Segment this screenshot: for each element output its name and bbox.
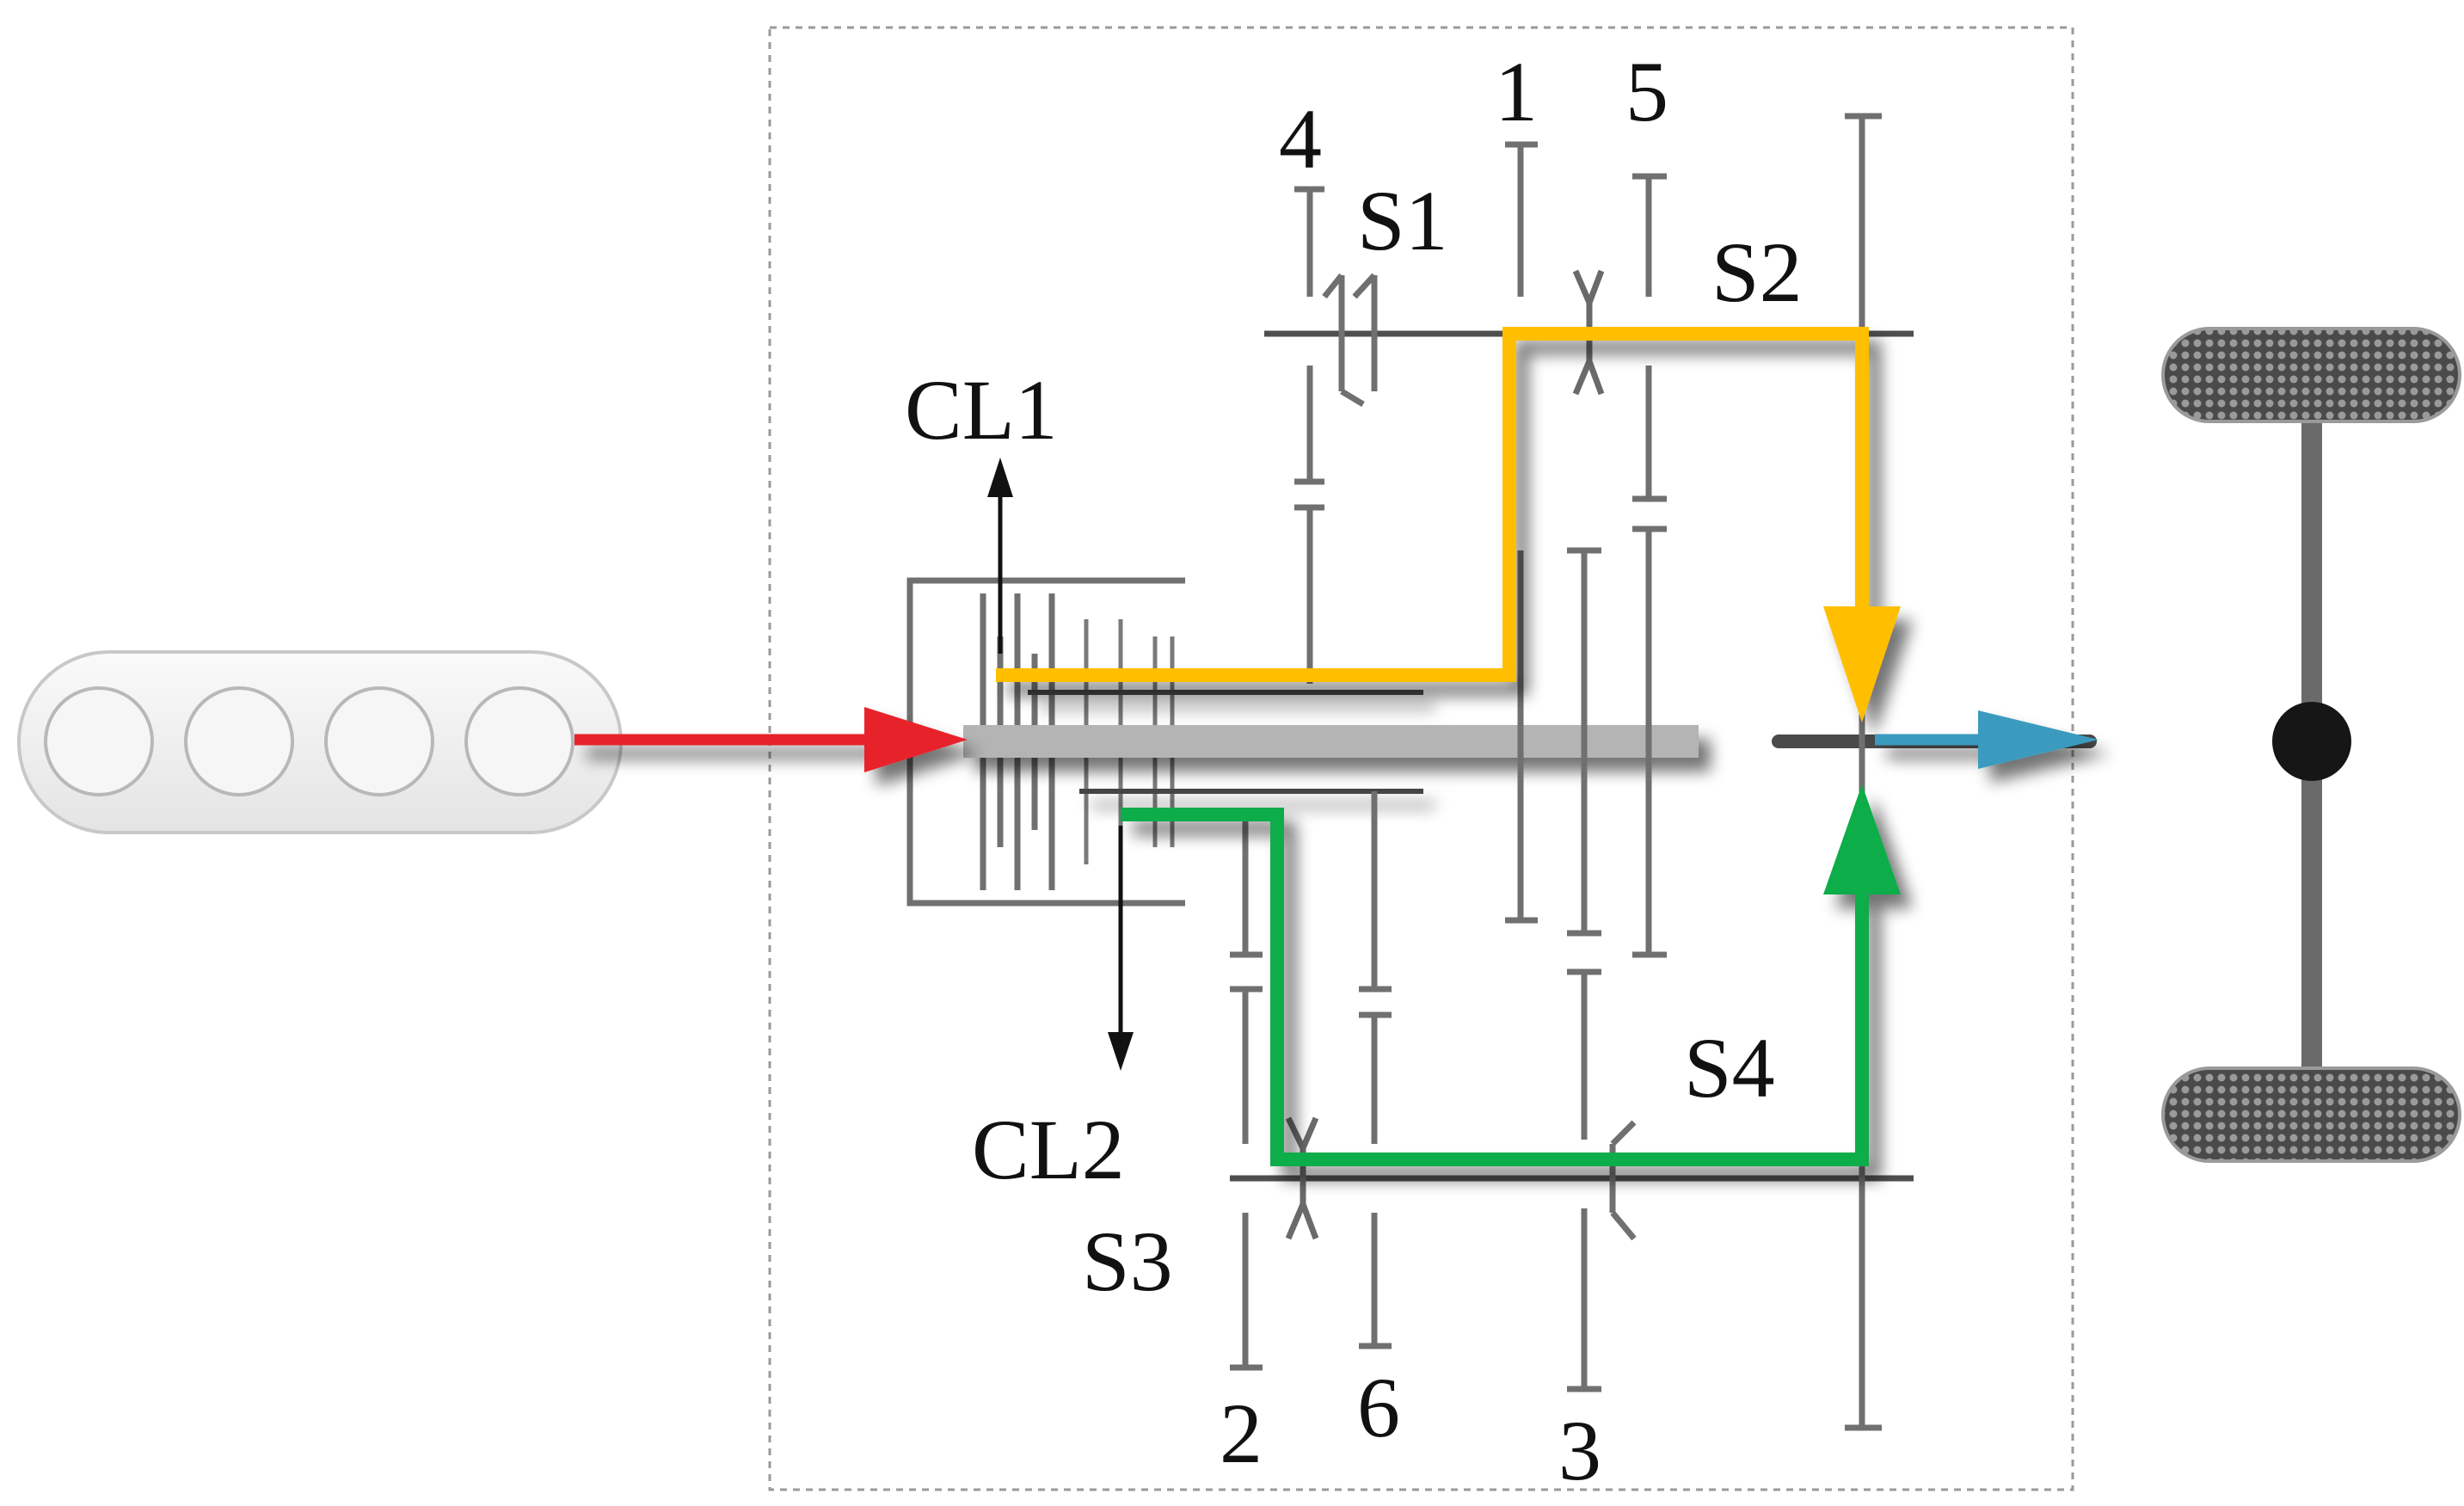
engine-cylinder — [184, 686, 294, 796]
differential-node — [2272, 702, 2351, 781]
label-gear-4: 4 — [1279, 91, 1322, 187]
label-s4: S4 — [1684, 1020, 1775, 1116]
engine-input-arrow — [575, 707, 968, 772]
gear-2-pair — [1230, 808, 1263, 1371]
engine-cylinder — [324, 686, 434, 796]
synchronizer-s3 — [1285, 1116, 1319, 1240]
label-s1: S1 — [1357, 173, 1448, 268]
synchronizer-s1 — [1322, 273, 1378, 408]
gear-6-pair — [1359, 791, 1392, 1349]
label-gear-1: 1 — [1495, 44, 1538, 139]
odd-gear-power-path — [996, 327, 1901, 722]
gear-1-pair — [1505, 141, 1538, 924]
wheel-axle-assembly — [2161, 327, 2461, 1163]
lower-layshaft — [1230, 1165, 1914, 1182]
label-gear-6: 6 — [1357, 1360, 1400, 1455]
gearbox-housing — [768, 26, 2074, 1491]
cl1-actuation-arrow — [987, 458, 1013, 654]
input-shafts — [963, 690, 1699, 794]
even-gear-power-path — [1121, 784, 1901, 1166]
label-s3: S3 — [1082, 1214, 1173, 1309]
label-gear-3: 3 — [1558, 1403, 1601, 1498]
gear-3-pair — [1567, 547, 1601, 1392]
label-cl2: CL2 — [972, 1102, 1125, 1197]
cl2-actuation-arrow — [1108, 826, 1134, 1071]
label-cl1: CL1 — [905, 362, 1058, 458]
label-gear-2: 2 — [1220, 1386, 1263, 1481]
label-gear-5: 5 — [1625, 44, 1668, 139]
wheel-top — [2161, 327, 2461, 423]
final-drive-gear — [1845, 113, 1882, 1431]
label-s2: S2 — [1711, 224, 1803, 320]
engine-block — [17, 650, 623, 834]
gear-4-pair — [1294, 186, 1324, 684]
output-power-arrow — [1875, 710, 2098, 769]
gear-5-pair — [1632, 173, 1667, 958]
engine-cylinder — [464, 686, 575, 796]
engine-cylinder — [44, 686, 154, 796]
wheel-bottom — [2161, 1066, 2461, 1163]
